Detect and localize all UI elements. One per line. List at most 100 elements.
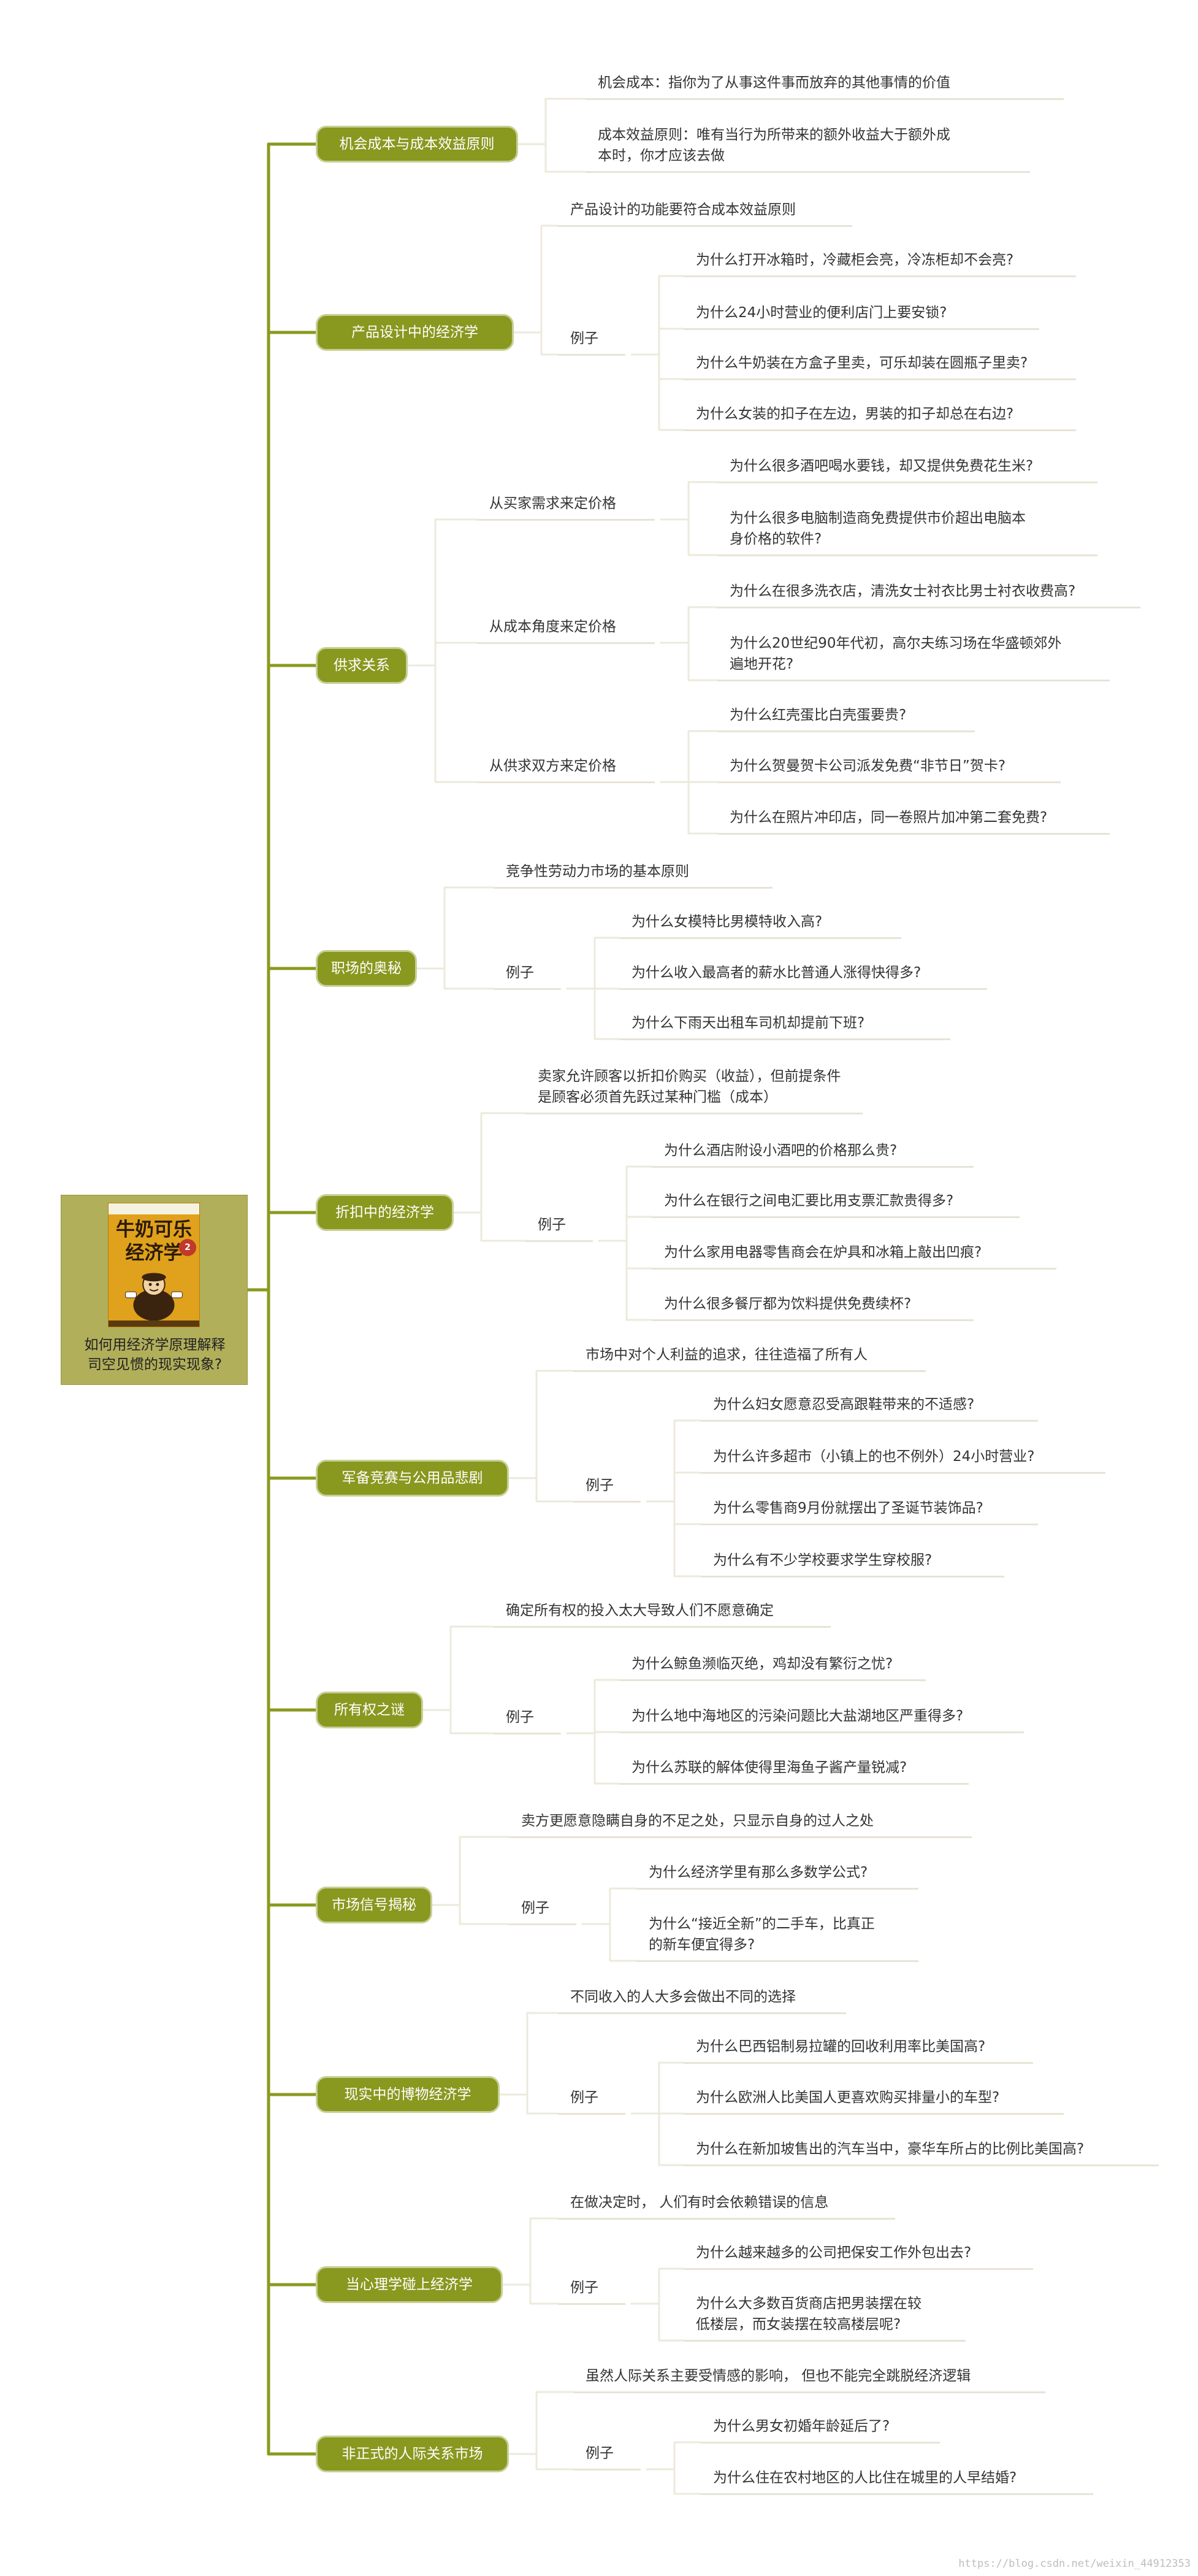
example-8-2-2-underline xyxy=(636,1960,918,1962)
example-10-2-1[interactable]: 为什么越来越多的公司把保安工作外包出去? xyxy=(696,2245,972,2261)
example-4-2-3-underline xyxy=(619,1038,950,1040)
example-4-2-1[interactable]: 为什么女模特比男模特收入高? xyxy=(631,914,823,930)
example-11-2-1-underline xyxy=(701,2442,940,2444)
example-3-2-2[interactable]: 为什么20世纪90年代初，高尔夫练习场在华盛顿郊外 遍地开花? xyxy=(730,635,1062,672)
example-2-2-1[interactable]: 为什么打开冰箱时，冷藏柜会亮，冷冻柜却不会亮? xyxy=(696,252,1014,268)
subtopic-9-2[interactable]: 例子 xyxy=(570,2090,598,2106)
subtopic-11-2[interactable]: 例子 xyxy=(586,2445,614,2461)
example-9-2-3[interactable]: 为什么在新加坡售出的汽车当中，豪华车所占的比例比美国高? xyxy=(696,2141,1085,2157)
example-3-1-2[interactable]: 为什么很多电脑制造商免费提供市价超出电脑本 身价格的软件? xyxy=(730,510,1026,547)
example-3-1-1-underline xyxy=(717,481,1097,483)
example-5-2-3-underline xyxy=(652,1268,1056,1270)
topic-9[interactable]: 现实中的博物经济学 xyxy=(316,2076,500,2113)
leaf-4-1[interactable]: 竞争性劳动力市场的基本原则 xyxy=(506,864,689,880)
subtopic-8-2-underline xyxy=(509,1923,576,1925)
watermark: https://blog.csdn.net/weixin_44912353 xyxy=(958,2558,1191,2570)
example-10-2-1-underline xyxy=(684,2268,1033,2270)
example-6-2-3-underline xyxy=(701,1524,1038,1525)
subtopic-4-2[interactable]: 例子 xyxy=(506,965,534,981)
example-7-2-3[interactable]: 为什么苏联的解体使得里海鱼子酱产量锐减? xyxy=(631,1760,907,1776)
subtopic-7-2-underline xyxy=(494,1733,561,1735)
example-11-2-2[interactable]: 为什么住在农村地区的人比住在城里的人早结婚? xyxy=(713,2470,1017,2486)
subtopic-3-1[interactable]: 从买家需求来定价格 xyxy=(489,496,616,512)
topic-4[interactable]: 职场的奥秘 xyxy=(316,950,417,987)
leaf-7-1[interactable]: 确定所有权的投入太大导致人们不愿意确定 xyxy=(506,1603,774,1619)
leaf-1-1-underline xyxy=(586,98,1064,100)
topic-5[interactable]: 折扣中的经济学 xyxy=(316,1194,454,1231)
example-6-2-4[interactable]: 为什么有不少学校要求学生穿校服? xyxy=(713,1552,933,1568)
subtopic-5-2[interactable]: 例子 xyxy=(538,1217,566,1233)
subtopic-3-3-underline xyxy=(477,781,655,783)
topic-2[interactable]: 产品设计中的经济学 xyxy=(316,314,514,351)
example-2-2-1-underline xyxy=(684,275,1076,277)
leaf-11-1[interactable]: 虽然人际关系主要受情感的影响， 但也不能完全跳脱经济逻辑 xyxy=(586,2368,971,2384)
leaf-10-1[interactable]: 在做决定时， 人们有时会依赖错误的信息 xyxy=(570,2195,829,2210)
example-5-2-1[interactable]: 为什么酒店附设小酒吧的价格那么贵? xyxy=(664,1143,898,1159)
leaf-9-1[interactable]: 不同收入的人大多会做出不同的选择 xyxy=(570,1989,796,2005)
leaf-8-1[interactable]: 卖方更愿意隐瞒自身的不足之处，只显示自身的过人之处 xyxy=(521,1813,874,1829)
leaf-2-1[interactable]: 产品设计的功能要符合成本效益原则 xyxy=(570,202,796,218)
example-5-2-1-underline xyxy=(652,1166,974,1168)
example-6-2-3[interactable]: 为什么零售商9月份就摆出了圣诞节装饰品? xyxy=(713,1500,983,1516)
subtopic-6-2[interactable]: 例子 xyxy=(586,1478,614,1493)
example-11-2-2-underline xyxy=(701,2493,1093,2495)
subtopic-5-2-underline xyxy=(525,1240,593,1242)
subtopic-9-2-underline xyxy=(558,2113,625,2115)
subtopic-7-2[interactable]: 例子 xyxy=(506,1709,534,1725)
example-3-3-3-underline xyxy=(717,833,1110,835)
example-3-3-2[interactable]: 为什么贺曼贺卡公司派发免费“非节日”贺卡? xyxy=(730,758,1006,774)
subtopic-2-2-underline xyxy=(558,354,625,356)
leaf-4-1-underline xyxy=(494,887,773,889)
leaf-6-1[interactable]: 市场中对个人利益的追求，往往造福了所有人 xyxy=(586,1347,868,1363)
leaf-9-1-underline xyxy=(558,2012,846,2014)
example-11-2-1[interactable]: 为什么男女初婚年龄延后了? xyxy=(713,2418,890,2434)
root-node[interactable]: 牛奶可乐 经济学 2 如何用经济学原理解释 司空见惯的现实现象? xyxy=(61,1195,248,1385)
example-5-2-4-underline xyxy=(652,1319,974,1321)
example-7-2-1[interactable]: 为什么鲸鱼濒临灭绝，鸡却没有繁衍之忧? xyxy=(631,1656,893,1672)
example-6-2-2[interactable]: 为什么许多超市（小镇上的也不例外）24小时营业? xyxy=(713,1449,1035,1465)
example-5-2-3[interactable]: 为什么家用电器零售商会在炉具和冰箱上敲出凹痕? xyxy=(664,1244,982,1260)
example-9-2-1[interactable]: 为什么巴西铝制易拉罐的回收利用率比美国高? xyxy=(696,2039,986,2055)
leaf-5-1[interactable]: 卖家允许顾客以折扣价购买（收益），但前提条件 是顾客必须首先跃过某种门槛（成本） xyxy=(538,1068,841,1105)
subtopic-11-2-underline xyxy=(573,2469,641,2471)
example-3-3-1-underline xyxy=(717,730,975,732)
topic-7[interactable]: 所有权之谜 xyxy=(316,1692,423,1728)
subtopic-8-2[interactable]: 例子 xyxy=(521,1900,549,1916)
example-10-2-2-underline xyxy=(684,2340,966,2342)
example-4-2-2[interactable]: 为什么收入最高者的薪水比普通人涨得快得多? xyxy=(631,965,921,981)
subtopic-2-2[interactable]: 例子 xyxy=(570,331,598,347)
example-9-2-2-underline xyxy=(684,2113,1064,2115)
example-3-1-1[interactable]: 为什么很多酒吧喝水要钱，却又提供免费花生米? xyxy=(730,458,1034,474)
example-2-2-2[interactable]: 为什么24小时营业的便利店门上要安锁? xyxy=(696,305,947,321)
example-2-2-3[interactable]: 为什么牛奶装在方盒子里卖，可乐却装在圆瓶子里卖? xyxy=(696,355,1028,371)
topic-1[interactable]: 机会成本与成本效益原则 xyxy=(316,126,518,163)
example-5-2-4[interactable]: 为什么很多餐厅都为饮料提供免费续杯? xyxy=(664,1296,912,1312)
example-10-2-2[interactable]: 为什么大多数百货商店把男装摆在较 低楼层，而女装摆在较高楼层呢? xyxy=(696,2296,921,2333)
example-2-2-4[interactable]: 为什么女装的扣子在左边，男装的扣子却总在右边? xyxy=(696,406,1014,422)
topic-11[interactable]: 非正式的人际关系市场 xyxy=(316,2436,509,2472)
example-5-2-2[interactable]: 为什么在银行之间电汇要比用支票汇款贵得多? xyxy=(664,1193,954,1209)
example-3-3-1[interactable]: 为什么红壳蛋比白壳蛋要贵? xyxy=(730,707,907,723)
subtopic-3-3[interactable]: 从供求双方来定价格 xyxy=(489,758,616,774)
subtopic-10-2[interactable]: 例子 xyxy=(570,2280,598,2296)
example-7-2-2[interactable]: 为什么地中海地区的污染问题比大盐湖地区严重得多? xyxy=(631,1708,964,1724)
example-3-3-3[interactable]: 为什么在照片冲印店，同一卷照片加冲第二套免费? xyxy=(730,810,1048,826)
example-9-2-2[interactable]: 为什么欧洲人比美国人更喜欢购买排量小的车型? xyxy=(696,2090,1000,2106)
example-8-2-1[interactable]: 为什么经济学里有那么多数学公式? xyxy=(649,1865,868,1880)
subtopic-6-2-underline xyxy=(573,1501,641,1503)
example-3-2-2-underline xyxy=(717,680,1110,681)
subtopic-3-2[interactable]: 从成本角度来定价格 xyxy=(489,619,616,635)
example-4-2-3[interactable]: 为什么下雨天出租车司机却提前下班? xyxy=(631,1015,865,1031)
topic-3[interactable]: 供求关系 xyxy=(316,647,408,684)
example-2-2-3-underline xyxy=(684,378,1076,380)
topic-10[interactable]: 当心理学碰上经济学 xyxy=(316,2266,503,2303)
example-8-2-2[interactable]: 为什么“接近全新”的二手车，比真正 的新车便宜得多? xyxy=(649,1916,875,1953)
leaf-1-2[interactable]: 成本效益原则：唯有当行为所带来的额外收益大于额外成 本时，你才应该去做 xyxy=(598,127,950,164)
example-6-2-1[interactable]: 为什么妇女愿意忍受高跟鞋带来的不适感? xyxy=(713,1397,975,1413)
subtopic-3-2-underline xyxy=(477,642,655,644)
example-3-2-1[interactable]: 为什么在很多洗衣店，清洗女士衬衣比男士衬衣收费高? xyxy=(730,583,1076,599)
topic-8[interactable]: 市场信号揭秘 xyxy=(316,1887,432,1923)
leaf-1-1[interactable]: 机会成本：指你为了从事这件事而放弃的其他事情的价值 xyxy=(598,75,950,91)
topic-6[interactable]: 军备竞赛与公用品悲剧 xyxy=(316,1460,509,1497)
